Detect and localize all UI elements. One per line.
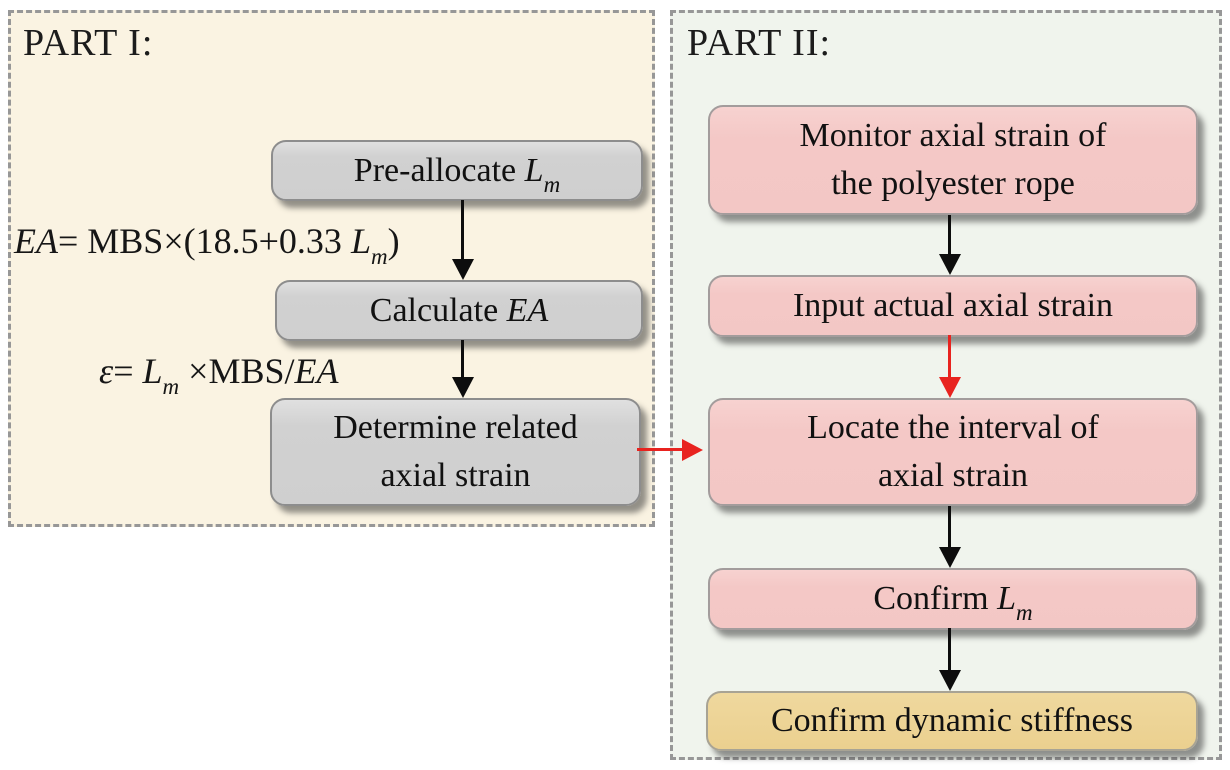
lm-variable: L (142, 351, 163, 391)
epsilon-variable: ε (99, 351, 114, 391)
formula-ea: EA= MBS×(18.5+0.33 Lm) (14, 220, 400, 268)
confirm-lm-label: Confirm Lm (873, 575, 1033, 625)
formula-eps-body: ×MBS/ (179, 351, 295, 391)
ea-variable: EA (506, 291, 549, 329)
arrow-preallocate-to-calculate (461, 200, 464, 260)
lm-subscript: m (543, 171, 561, 197)
input-strain-label: Input actual axial strain (792, 287, 1114, 324)
part2-panel: PART II: Monitor axial strain of the pol… (670, 10, 1222, 760)
monitor-strain-box: Monitor axial strain of the polyester ro… (708, 105, 1198, 215)
determine-line2: axial strain (380, 457, 531, 494)
lm-subscript: m (1016, 600, 1033, 625)
determine-strain-box: Determine related axial strain (270, 398, 641, 506)
formula-eps-eq: = (113, 351, 143, 391)
arrow-monitor-to-input (948, 215, 951, 255)
ea-variable: EA (294, 351, 339, 391)
part1-panel: PART I: Pre-allocate Lm EA= MBS×(18.5+0.… (8, 10, 655, 527)
determine-line1: Determine related (333, 409, 578, 446)
preallocate-lm-box: Pre-allocate Lm (271, 140, 643, 201)
red-arrow-determine-to-locate (637, 448, 683, 451)
locate-line2: axial strain (877, 457, 1029, 494)
lm-subscript: m (162, 374, 180, 399)
confirm-stiffness-box: Confirm dynamic stiffness (706, 691, 1198, 751)
ea-variable: EA (14, 221, 58, 261)
input-strain-box: Input actual axial strain (708, 275, 1198, 337)
part2-title: PART II: (687, 22, 832, 64)
confirm-stiffness-label: Confirm dynamic stiffness (771, 702, 1133, 739)
calculate-ea-box: Calculate EA (275, 280, 643, 341)
lm-variable: L (350, 221, 371, 261)
monitor-line2: the polyester rope (831, 165, 1075, 202)
locate-line1: Locate the interval of (807, 409, 1099, 446)
lm-variable: L (997, 580, 1016, 617)
formula-epsilon: ε= Lm ×MBS/EA (99, 350, 339, 398)
red-arrow-input-to-locate (948, 335, 951, 378)
monitor-line1: Monitor axial strain of (799, 117, 1107, 154)
calculate-text: Calculate (369, 291, 507, 329)
preallocate-lm-label: Pre-allocate Lm (353, 147, 561, 197)
formula-ea-close: ) (387, 221, 400, 261)
arrow-confirmlm-to-stiffness (948, 628, 951, 671)
locate-interval-box: Locate the interval of axial strain (708, 398, 1198, 506)
calculate-ea-label: Calculate EA (370, 287, 548, 335)
confirm-text: Confirm (873, 580, 998, 617)
part1-title: PART I: (23, 22, 154, 64)
formula-ea-body: = MBS×(18.5+0.33 (57, 221, 351, 261)
lm-variable: L (524, 151, 544, 189)
preallocate-text: Pre-allocate (353, 151, 525, 189)
arrow-calculate-to-determine (461, 340, 464, 378)
confirm-lm-box: Confirm Lm (708, 568, 1198, 630)
lm-subscript: m (370, 244, 388, 269)
arrow-locate-to-confirmlm (948, 506, 951, 548)
